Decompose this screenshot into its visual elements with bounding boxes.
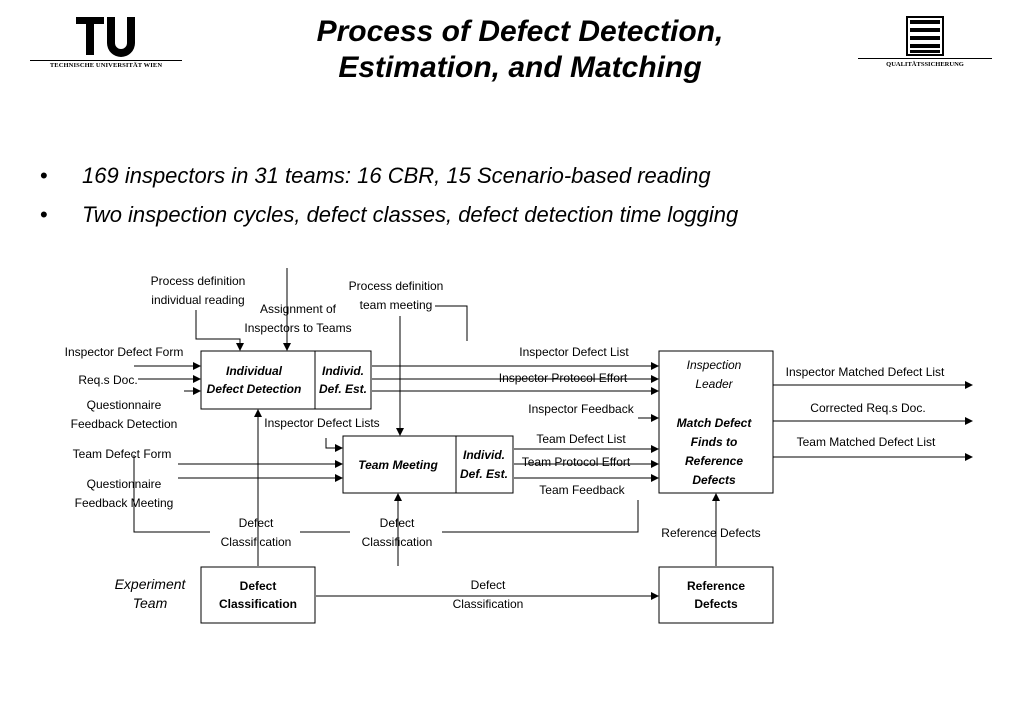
questionnaire-detection-line1: Questionnaire: [87, 398, 162, 412]
defect-classification-label-b1: Defect: [380, 516, 415, 530]
document-stack-icon: [906, 16, 944, 56]
connector: [195, 310, 244, 351]
defect-classification-box-line2: Classification: [219, 597, 297, 611]
team-estimation-line1: Individ.: [463, 448, 505, 462]
individual-detection-line2: Defect Detection: [207, 382, 302, 396]
individual-detection-line1: Individual: [226, 364, 283, 378]
connector: [442, 500, 639, 533]
inspection-leader-line6: Defects: [692, 473, 736, 487]
connector: [325, 438, 343, 452]
reference-defects-box-line2: Defects: [694, 597, 738, 611]
process-def-individual-line2: individual reading: [151, 293, 244, 307]
inspection-leader-line3: Match Defect: [677, 416, 753, 430]
logo-rule: [30, 60, 182, 61]
bullet-item: • 169 inspectors in 31 teams: 16 CBR, 15 …: [40, 156, 940, 195]
reference-defects-label: Reference Defects: [661, 526, 760, 540]
defect-classification-label-c1: Defect: [471, 578, 506, 592]
title-line-1: Process of Defect Detection,: [316, 15, 724, 48]
bullet-text: Two inspection cycles, defect classes, d…: [82, 202, 739, 227]
process-def-team-line1: Process definition: [349, 279, 444, 293]
individual-detection-box: [200, 350, 316, 410]
inspector-defect-form-label: Inspector Defect Form: [65, 345, 184, 359]
team-meeting-label: Team Meeting: [358, 458, 438, 472]
team-defect-form-label: Team Defect Form: [73, 447, 172, 461]
bullet-marker: •: [40, 163, 48, 188]
bullet-marker: •: [40, 202, 48, 227]
defect-classification-label-b2: Classification: [362, 535, 433, 549]
questionnaire-meeting-line1: Questionnaire: [87, 477, 162, 491]
department-name: QUALITÄTSSICHERUNG: [886, 61, 964, 68]
defect-classification-box-line1: Defect: [240, 579, 277, 593]
inspection-leader-line1: Inspection: [687, 358, 742, 372]
inspection-leader-line4: Finds to: [691, 435, 738, 449]
defect-classification-label-a2: Classification: [221, 535, 292, 549]
tu-mark-icon: [76, 17, 135, 57]
individual-estimation-box: [314, 350, 372, 410]
defect-classification-label-c2: Classification: [453, 597, 524, 611]
inspector-matched-defect-list-label: Inspector Matched Defect List: [786, 365, 945, 379]
team-estimation-line2: Def. Est.: [460, 467, 508, 481]
defect-classification-label-a1: Defect: [239, 516, 274, 530]
team-meeting-box: [342, 435, 457, 494]
team-matched-defect-list-label: Team Matched Defect List: [797, 435, 936, 449]
questionnaire-detection-line2: Feedback Detection: [71, 417, 178, 431]
inspection-leader-line5: Reference: [685, 454, 743, 468]
individual-estimation-line2: Def. Est.: [319, 382, 367, 396]
team-feedback-label: Team Feedback: [539, 483, 625, 497]
individual-estimation-line1: Individ.: [322, 364, 364, 378]
corrected-reqs-doc-label: Corrected Req.s Doc.: [810, 401, 925, 415]
logo-rule: [858, 58, 992, 59]
connector: [435, 305, 468, 341]
inspector-defect-list-label: Inspector Defect List: [519, 345, 629, 359]
reference-defects-box-line1: Reference: [687, 579, 745, 593]
process-def-individual-line1: Process definition: [151, 274, 246, 288]
reference-defects-box: [658, 566, 774, 624]
inspector-feedback-label: Inspector Feedback: [528, 402, 634, 416]
qualitaetssicherung-logo: QUALITÄTSSICHERUNG: [858, 14, 992, 76]
reqs-doc-label: Req.s Doc.: [78, 373, 137, 387]
team-estimation-box: [455, 435, 514, 494]
assignment-line2: Inspectors to Teams: [244, 321, 351, 335]
bullet-list: • 169 inspectors in 31 teams: 16 CBR, 15 …: [40, 156, 940, 234]
defect-classification-box: [200, 566, 316, 624]
process-def-team-line2: team meeting: [360, 298, 433, 312]
inspection-leader-box: [658, 350, 774, 494]
university-name: TECHNISCHE UNIVERSITÄT WIEN: [49, 62, 163, 69]
inspector-defect-lists-label: Inspector Defect Lists: [264, 416, 379, 430]
inspection-leader-line2: Leader: [695, 377, 733, 391]
bullet-text: 169 inspectors in 31 teams: 16 CBR, 15 S…: [82, 163, 711, 188]
experiment-team-line1: Experiment: [115, 576, 187, 592]
questionnaire-meeting-line2: Feedback Meeting: [75, 496, 174, 510]
experiment-team-line2: Team: [133, 595, 168, 611]
inspector-protocol-effort-label: Inspector Protocol Effort: [499, 371, 628, 385]
connector: [133, 455, 210, 533]
assignment-line1: Assignment of: [260, 302, 337, 316]
team-protocol-effort-label: Team Protocol Effort: [522, 455, 631, 469]
tu-wien-logo: TECHNISCHE UNIVERSITÄT WIEN: [30, 14, 182, 76]
slide-title: Process of Defect Detection, Estimation,…: [200, 14, 840, 86]
bullet-item: • Two inspection cycles, defect classes, …: [40, 195, 940, 234]
title-line-2: Estimation, and Matching: [338, 51, 702, 84]
team-defect-list-label: Team Defect List: [536, 432, 626, 446]
